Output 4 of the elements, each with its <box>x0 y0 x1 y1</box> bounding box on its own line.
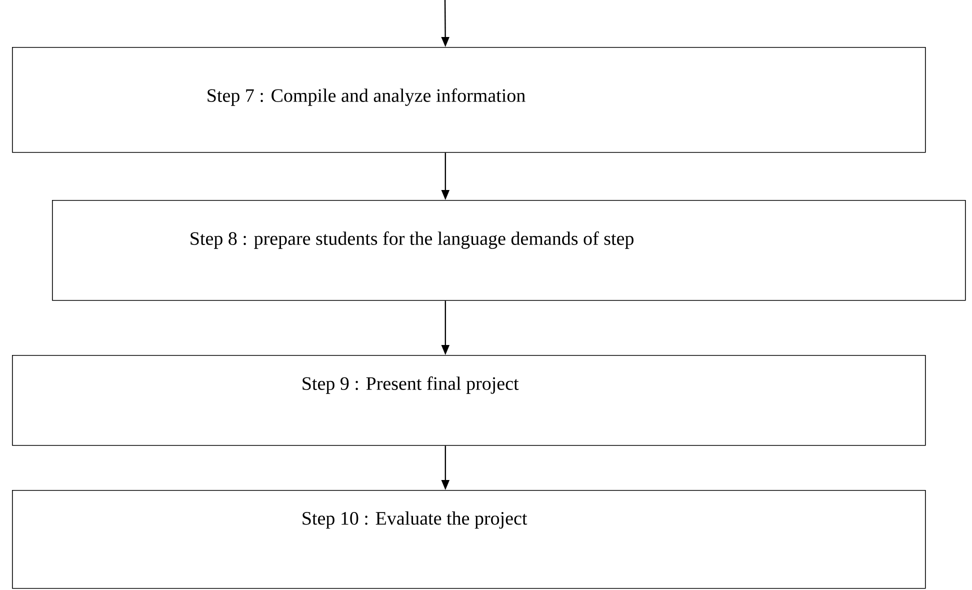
step-box: Step 9 : Present final project <box>12 355 926 446</box>
step-box: Step 7 : Compile and analyze information <box>12 47 926 153</box>
step-box: Step 8 : prepare students for the language demands of step <box>52 200 966 301</box>
step-box: Step 10 : Evaluate the project <box>12 490 926 589</box>
